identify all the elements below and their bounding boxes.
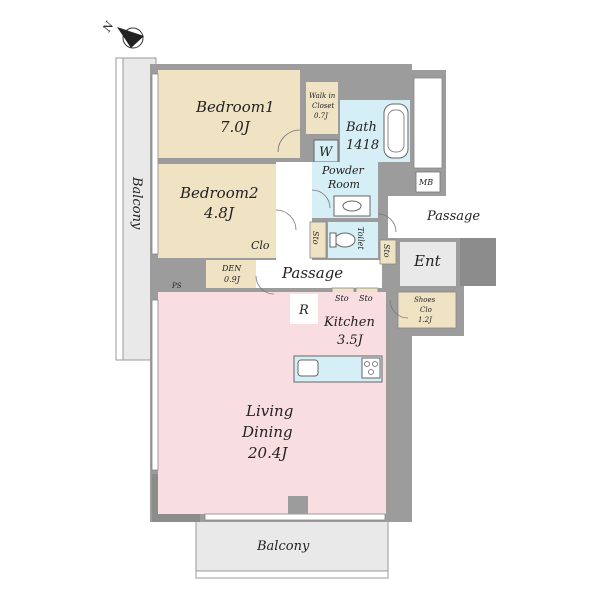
balcony-bottom-rail bbox=[195, 570, 389, 579]
door-swings bbox=[255, 129, 409, 319]
bath-code: 1418 bbox=[346, 138, 379, 153]
shoes-closet-line2: Clo bbox=[420, 306, 432, 314]
bath-name: Bath bbox=[345, 120, 377, 135]
toilet-label: Toilet bbox=[356, 227, 365, 250]
clo-floor bbox=[248, 232, 276, 258]
fridge-label: R bbox=[298, 303, 309, 318]
sto-a-label: Sto bbox=[311, 231, 320, 245]
kitchen-counter bbox=[293, 355, 383, 383]
den-floor bbox=[206, 260, 256, 288]
living-windows bbox=[151, 73, 386, 521]
balcony-left-rail bbox=[115, 57, 124, 361]
bathtub-icon bbox=[383, 103, 409, 159]
living-line2: Dining bbox=[241, 423, 293, 441]
living-size: 20.4J bbox=[247, 444, 288, 462]
den-size: 0.9J bbox=[224, 275, 241, 284]
kitchen-size: 3.5J bbox=[337, 333, 364, 348]
balcony-bottom-label: Balcony bbox=[256, 539, 310, 554]
bedroom2-size: 4.8J bbox=[203, 204, 235, 222]
ps-label: PS bbox=[171, 282, 182, 290]
shoes-closet-floor bbox=[397, 291, 457, 329]
sto-d-label: Sto bbox=[382, 244, 391, 258]
walkin-closet-line2: Closet bbox=[312, 102, 335, 110]
sink-icon bbox=[333, 195, 371, 217]
bedroom1-size: 7.0J bbox=[220, 118, 251, 136]
right-passage-floor bbox=[388, 196, 446, 238]
sto-b-label: Sto bbox=[335, 294, 349, 303]
compass-circle bbox=[122, 27, 144, 49]
compass-north-label: N bbox=[100, 19, 117, 35]
walkin-closet-floor bbox=[306, 82, 338, 134]
powder-room-line2: Room bbox=[327, 178, 360, 191]
stove-icon bbox=[361, 357, 381, 379]
shaft-top-right bbox=[413, 77, 443, 169]
structural-column-right bbox=[460, 238, 496, 286]
walkin-closet-line1: Walk in bbox=[309, 92, 336, 100]
sto-d-box bbox=[379, 239, 397, 265]
living-line1: Living bbox=[245, 402, 293, 420]
fridge-area-floor bbox=[290, 294, 318, 324]
shoes-closet-line1: Shoes bbox=[414, 296, 436, 304]
sto-c-label: Sto bbox=[359, 294, 373, 303]
balcony-left-label: Balcony bbox=[129, 176, 144, 230]
bedroom2-name: Bedroom2 bbox=[179, 184, 259, 202]
living-dining-floor bbox=[158, 292, 386, 514]
sto-a-box bbox=[309, 221, 327, 259]
powder-room-line1: Powder bbox=[321, 164, 365, 177]
entrance-label: Ent bbox=[413, 252, 442, 270]
walkin-closet-size: 0.7J bbox=[314, 112, 329, 120]
den-name: DEN bbox=[221, 264, 242, 273]
compass-needle-icon bbox=[117, 27, 144, 48]
compass: N bbox=[100, 19, 144, 49]
bedroom1-name: Bedroom1 bbox=[195, 98, 275, 116]
clo-label: Clo bbox=[251, 239, 270, 252]
center-passage-label: Passage bbox=[281, 264, 343, 282]
mb-box bbox=[415, 171, 441, 193]
bedroom1-floor bbox=[158, 70, 300, 158]
kitchen-name: Kitchen bbox=[323, 315, 375, 330]
right-passage-label: Passage bbox=[426, 209, 480, 224]
shoes-closet-size: 1.2J bbox=[418, 316, 433, 324]
mb-label: MB bbox=[418, 178, 433, 187]
toilet-bowl-icon bbox=[329, 232, 356, 248]
entrance-floor bbox=[400, 242, 456, 286]
washer-label: W bbox=[319, 145, 334, 160]
